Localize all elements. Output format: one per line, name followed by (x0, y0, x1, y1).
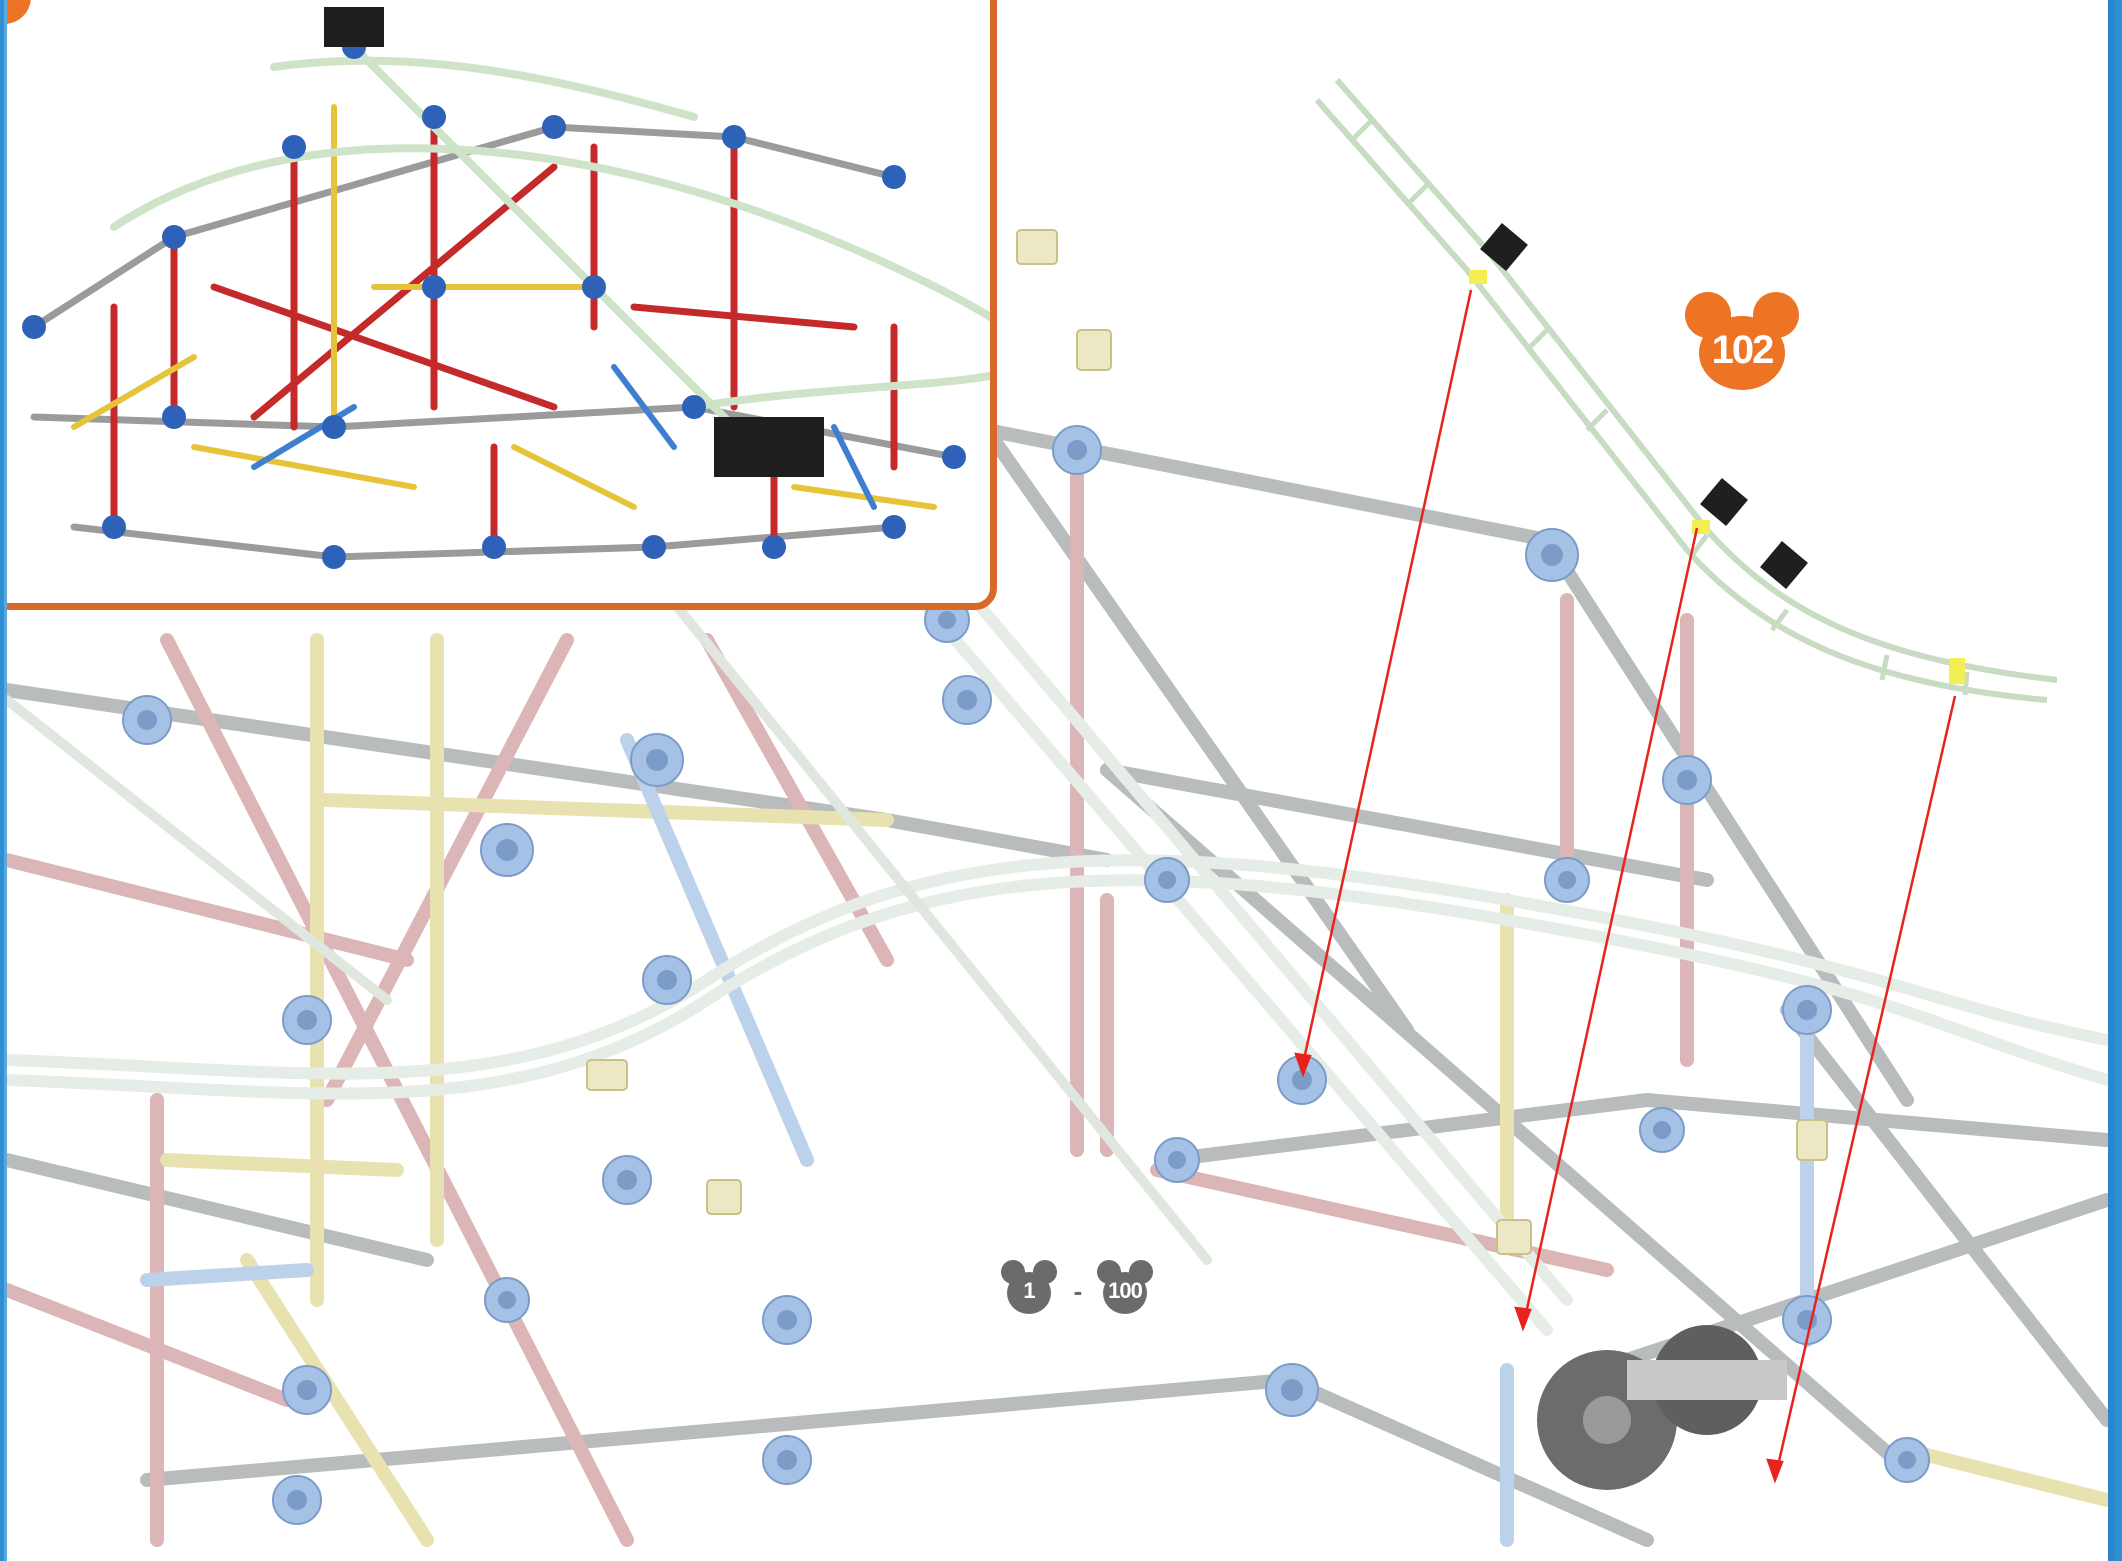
badge-face (1103, 1272, 1147, 1314)
instruction-page: 102 1 - 100 (4, 0, 2114, 1561)
new-track-piece (1314, 78, 2058, 703)
step-number-badge: 102 (1677, 292, 1807, 392)
range-separator: - (1073, 1276, 1083, 1306)
frame-rods (7, 423, 2108, 1547)
track-ties (1350, 118, 1970, 696)
range-start-badge: 1 (999, 1258, 1059, 1318)
badge-face (1699, 316, 1785, 390)
track-clips (1469, 223, 1965, 684)
range-end-badge: 100 (1095, 1258, 1155, 1318)
attachment-arrows (1294, 289, 1957, 1484)
completed-model-preview (22, 7, 990, 569)
step-number: 102 (1711, 328, 1775, 372)
previous-steps-range: 1 - 100 (999, 1258, 1159, 1328)
construction-diagram (7, 78, 2108, 1547)
yellow-connectors (586, 229, 1828, 1255)
completed-model-inset (7, 0, 997, 610)
range-start-number: 1 (1023, 1278, 1035, 1303)
hub-connectors (122, 425, 1930, 1525)
motor-gear-assembly (1537, 1325, 1787, 1490)
range-end-number: 100 (1108, 1278, 1143, 1303)
badge-face (1007, 1272, 1051, 1314)
